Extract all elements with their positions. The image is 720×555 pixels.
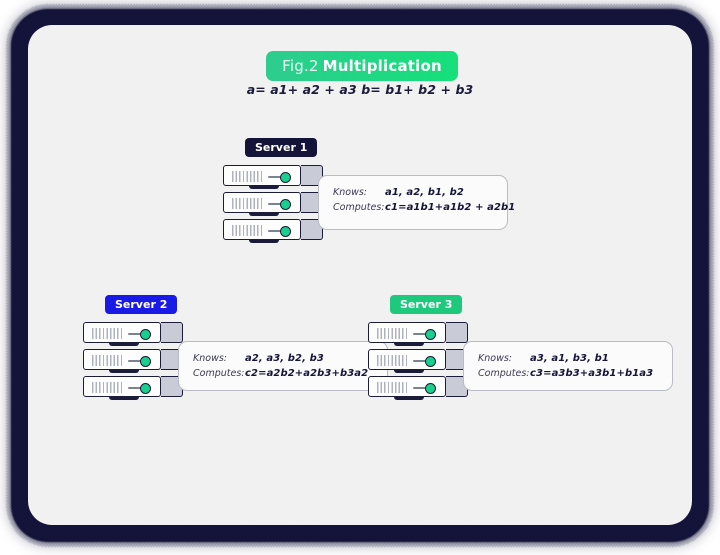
- server-badge-1: Server 1: [245, 138, 318, 157]
- vent-grille-icon: [377, 382, 407, 393]
- knows-label: Knows:: [333, 187, 367, 198]
- server-info-panel-1: Knows: a1, a2, b1, b2 Computes: c1=a1b1+…: [318, 175, 515, 230]
- computes-row: Computes: c2=a2b2+a2b3+b3a2: [193, 367, 373, 382]
- server-unit-body: [368, 349, 446, 370]
- server-unit-side-panel: [301, 219, 323, 240]
- server-unit: [83, 322, 183, 346]
- vent-grille-icon: [92, 355, 122, 366]
- figure-card: Fig.2 Multiplication a= a1+ a2 + a3 b= b…: [28, 25, 692, 525]
- vent-grille-icon: [232, 171, 262, 182]
- server-unit-foot: [109, 369, 139, 373]
- vent-grille-icon: [377, 355, 407, 366]
- computes-label: Computes:: [193, 367, 245, 379]
- server-unit: [223, 219, 323, 243]
- server-badge-3: Server 3: [390, 295, 463, 314]
- figure-title-prefix: Fig.2: [282, 57, 319, 75]
- server-unit-side-panel: [446, 322, 468, 343]
- connector-line-icon: [128, 387, 142, 389]
- server-unit-foot: [394, 342, 424, 346]
- server-unit-foot: [249, 239, 279, 243]
- server-unit-body: [368, 322, 446, 343]
- connector-line-icon: [128, 360, 142, 362]
- knows-row: Knows: a1, a2, b1, b2: [333, 186, 493, 201]
- server-unit-foot: [249, 212, 279, 216]
- status-led-icon: [140, 355, 151, 367]
- computes-value: c2=a2b2+a2b3+b3a2: [245, 367, 369, 379]
- server-unit-body: [223, 219, 301, 240]
- server-unit-body: [368, 376, 446, 397]
- knows-row: Knows: a2, a3, b2, b3: [193, 352, 373, 367]
- server-unit: [83, 376, 183, 400]
- server-unit-foot: [109, 396, 139, 400]
- connector-line-icon: [413, 333, 427, 335]
- server-unit: [368, 322, 468, 346]
- vent-grille-icon: [232, 225, 262, 236]
- server-unit-foot: [249, 185, 279, 189]
- server-unit-body: [223, 165, 301, 186]
- status-led-icon: [280, 198, 291, 210]
- computes-label: Computes:: [333, 201, 385, 213]
- knows-row: Knows: a3, a1, b3, b1: [478, 352, 658, 367]
- connector-line-icon: [268, 203, 282, 205]
- server-unit: [223, 192, 323, 216]
- server-info-panel-2: Knows: a2, a3, b2, b3 Computes: c2=a2b2+…: [178, 341, 388, 391]
- server-unit: [368, 376, 468, 400]
- status-led-icon: [280, 225, 291, 237]
- knows-value: a2, a3, b2, b3: [245, 353, 324, 364]
- server-unit: [223, 165, 323, 189]
- vent-grille-icon: [92, 382, 122, 393]
- computes-value: c1=a1b1+a1b2 + a2b1: [385, 201, 516, 213]
- server-unit-body: [223, 192, 301, 213]
- knows-value: a3, a1, b3, b1: [530, 353, 609, 364]
- figure-subtitle: a= a1+ a2 + a3 b= b1+ b2 + b3: [246, 82, 474, 97]
- server-unit-foot: [109, 342, 139, 346]
- knows-value: a1, a2, b1, b2: [385, 187, 464, 198]
- server-rack-2: [83, 322, 183, 403]
- status-led-icon: [425, 355, 436, 367]
- figure-title-pill: Fig.2 Multiplication: [266, 51, 458, 81]
- server-unit-foot: [394, 369, 424, 373]
- figure-title-main: Multiplication: [322, 57, 442, 75]
- connector-line-icon: [268, 176, 282, 178]
- knows-label: Knows:: [478, 353, 512, 364]
- server-unit: [368, 349, 468, 373]
- server-unit-body: [83, 322, 161, 343]
- server-rack-3: [368, 322, 468, 403]
- knows-label: Knows:: [193, 353, 227, 364]
- server-info-panel-3: Knows: a3, a1, b3, b1 Computes: c3=a3b3+…: [463, 341, 673, 391]
- server-badge-2: Server 2: [105, 295, 178, 314]
- status-led-icon: [280, 171, 291, 183]
- connector-line-icon: [413, 360, 427, 362]
- status-led-icon: [425, 382, 436, 394]
- vent-grille-icon: [92, 328, 122, 339]
- vent-grille-icon: [232, 198, 262, 209]
- vent-grille-icon: [377, 328, 407, 339]
- computes-value: c3=a3b3+a3b1+b1a3: [530, 367, 654, 379]
- status-led-icon: [140, 328, 151, 340]
- server-unit-foot: [394, 396, 424, 400]
- connector-line-icon: [268, 230, 282, 232]
- connector-line-icon: [128, 333, 142, 335]
- computes-row: Computes: c3=a3b3+a3b1+b1a3: [478, 367, 658, 382]
- computes-row: Computes: c1=a1b1+a1b2 + a2b1: [333, 201, 515, 216]
- connector-line-icon: [413, 387, 427, 389]
- server-unit: [83, 349, 183, 373]
- computes-label: Computes:: [478, 367, 530, 379]
- status-led-icon: [140, 382, 151, 394]
- server-rack-1: [223, 165, 323, 246]
- server-unit-body: [83, 349, 161, 370]
- server-unit-side-panel: [161, 322, 183, 343]
- server-unit-body: [83, 376, 161, 397]
- status-led-icon: [425, 328, 436, 340]
